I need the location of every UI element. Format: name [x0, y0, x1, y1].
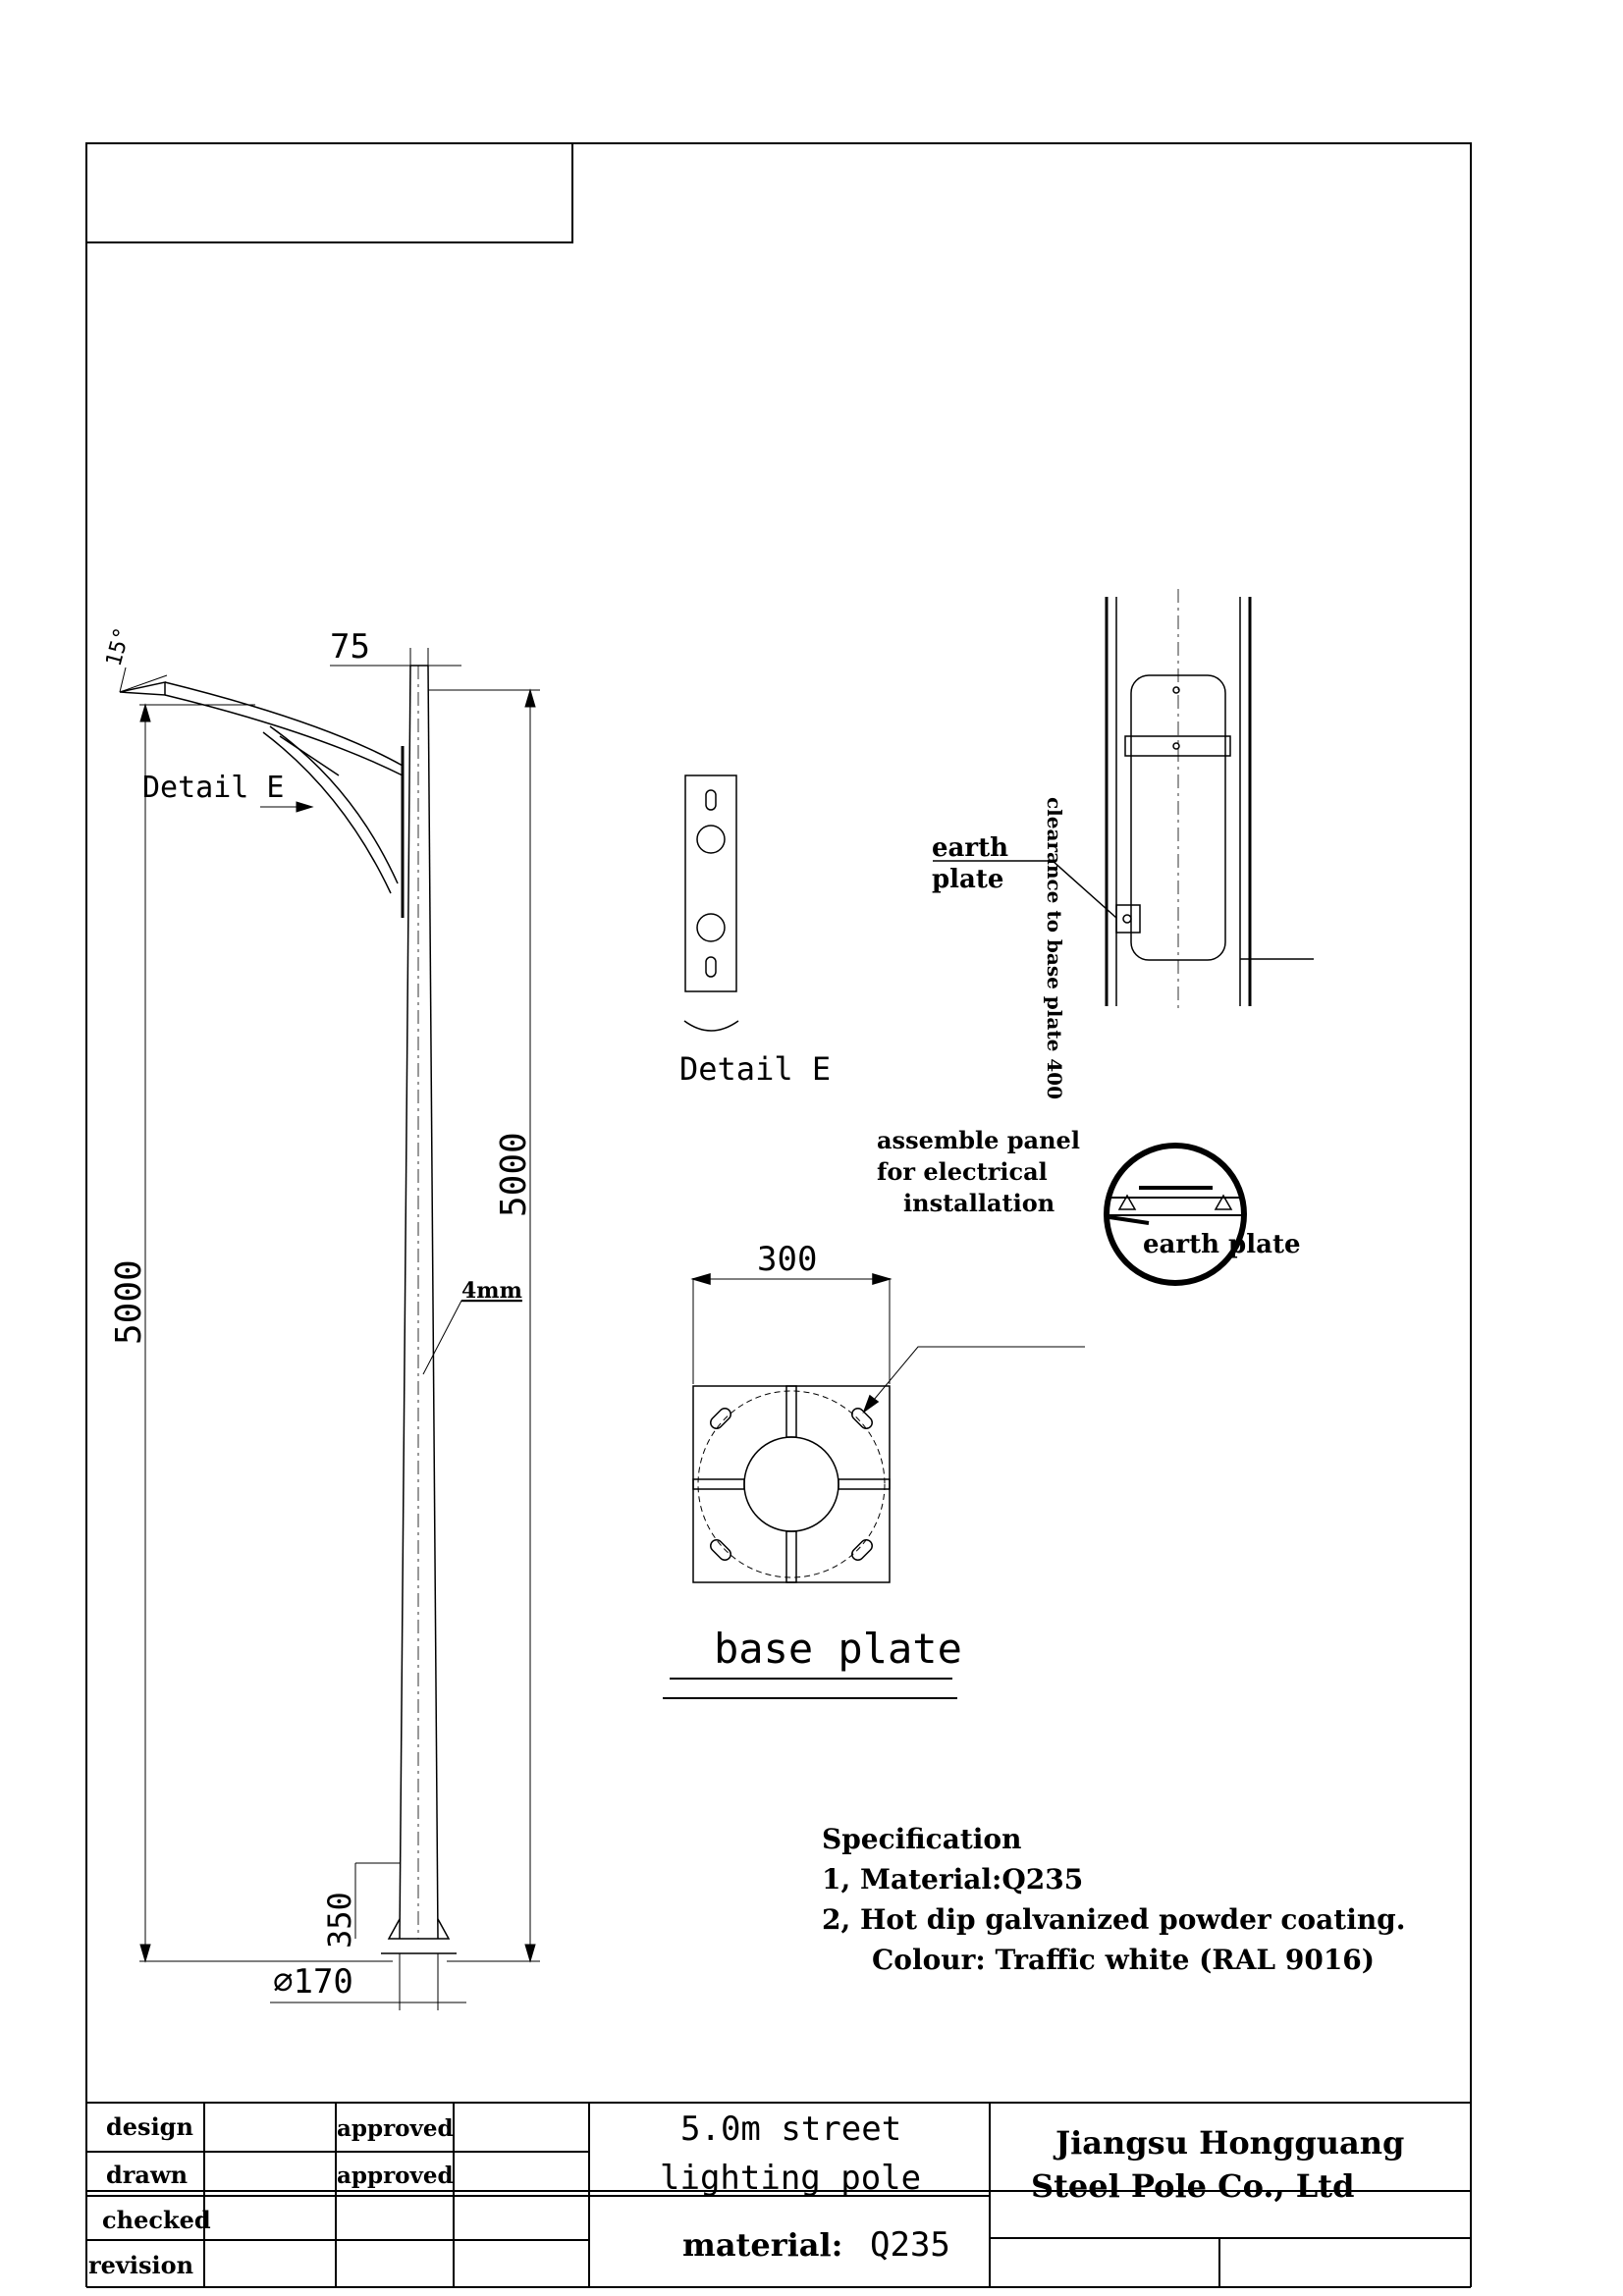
arm-angle-label: 15°	[102, 625, 135, 669]
material-value: Q235	[870, 2225, 950, 2265]
approved-label-2: approved	[337, 2163, 454, 2189]
detail-e-callout: Detail E	[142, 771, 285, 805]
detail-e-title: Detail E	[679, 1050, 831, 1088]
section-earth-plate-label: earth plate	[1143, 1230, 1301, 1259]
drawn-label: drawn	[106, 2161, 188, 2189]
earth-plate-label-line-1: earth	[932, 833, 1008, 863]
base-diameter-label: ⌀170	[273, 1962, 353, 2002]
company-name-line-2: Steel Pole Co., Ltd	[1031, 2167, 1354, 2205]
clearance-note: clearance to base plate 400	[1043, 797, 1066, 1099]
top-diameter-label: 75	[330, 627, 370, 667]
drawing-frame	[85, 142, 1472, 2192]
base-plate-plan	[663, 1272, 1085, 1699]
side-view-dimensions	[119, 648, 540, 2010]
drawing-title-line-2: lighting pole	[660, 2159, 921, 2198]
earth-plate-label-line-2: plate	[932, 865, 1003, 894]
title-block-grid	[85, 2102, 1472, 2288]
specification-line-3: Colour: Traffic white (RAL 9016)	[872, 1944, 1375, 1976]
specification-line-1: 1, Material:Q235	[822, 1863, 1083, 1896]
material-label: material:	[682, 2226, 842, 2264]
pole-height-right-label: 5000	[494, 1132, 534, 1217]
approved-label-1: approved	[337, 2115, 454, 2142]
specification-heading: Specification	[822, 1823, 1021, 1855]
panel-note-line-2: for electrical	[877, 1157, 1048, 1186]
drawing-title-line-1: 5.0m street	[680, 2109, 901, 2149]
base-plate-title: base plate	[714, 1625, 962, 1673]
door-height-label: 350	[321, 1892, 358, 1949]
company-name-line-1: Jiangsu Hongguang	[1053, 2124, 1404, 2162]
pole-section-view	[1104, 1143, 1247, 1286]
wall-thickness-label: 4mm	[461, 1278, 522, 1304]
panel-note-line-3: installation	[903, 1189, 1055, 1217]
specification-line-2: 2, Hot dip galvanized powder coating.	[822, 1903, 1406, 1936]
detail-e-bracket	[683, 774, 739, 1032]
design-label: design	[106, 2112, 193, 2141]
checked-label: checked	[102, 2206, 211, 2234]
base-plate-width-label: 300	[757, 1240, 817, 1279]
revision-label: revision	[88, 2251, 193, 2279]
door-opening-detail	[933, 589, 1314, 1011]
pole-side-view	[119, 665, 457, 1954]
panel-note-line-1: assemble panel	[877, 1126, 1080, 1154]
pole-height-left-label: 5000	[109, 1259, 149, 1345]
